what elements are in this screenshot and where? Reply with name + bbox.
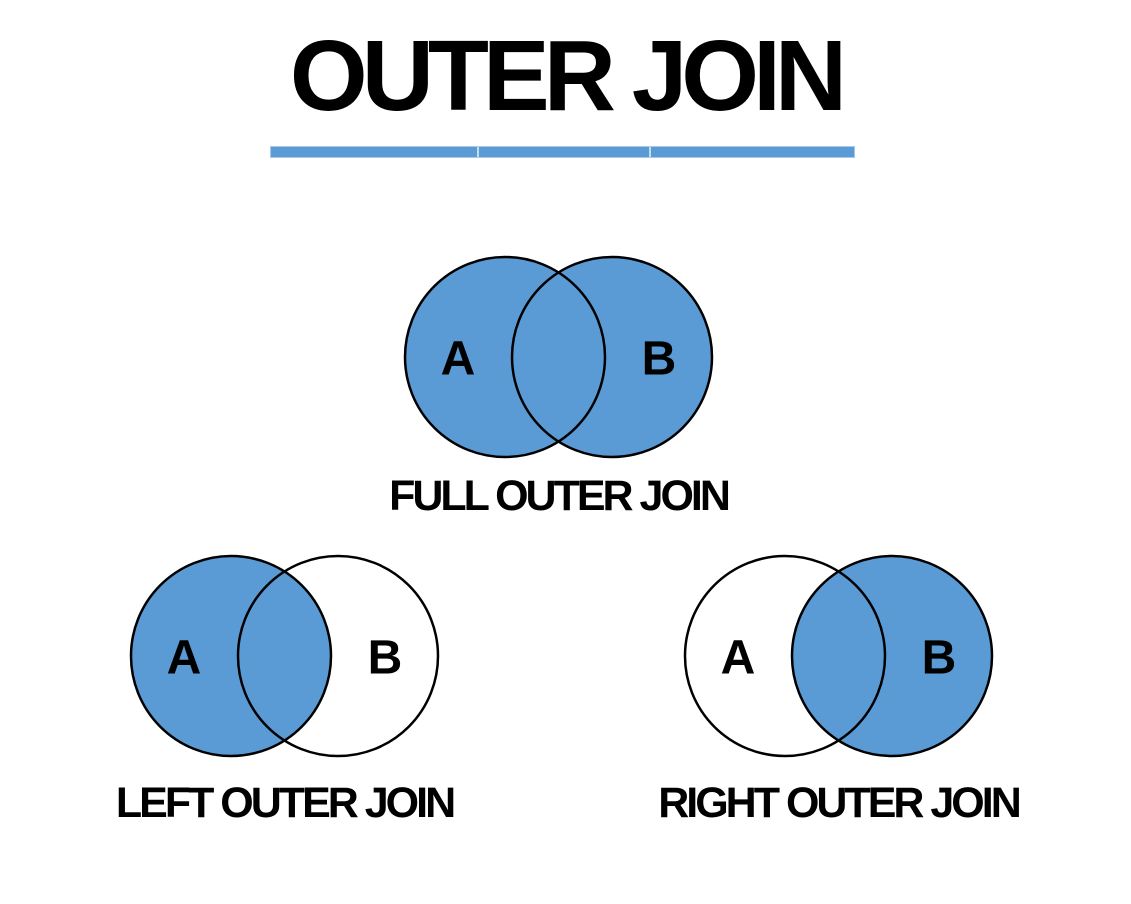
venn-full-outer-join-svg: A B bbox=[403, 255, 714, 459]
venn-label-left-outer-join: LEFT OUTER JOIN bbox=[115, 779, 456, 827]
venn-left-outer-join: A B LEFT OUTER JOIN bbox=[116, 553, 456, 853]
circle-b-fill bbox=[512, 257, 712, 457]
underline-segment-divider bbox=[648, 147, 651, 157]
circle-b-outline bbox=[236, 554, 440, 758]
circle-b-outline bbox=[790, 554, 994, 758]
page-title: OUTER JOIN bbox=[289, 20, 847, 132]
circle-b-letter: B bbox=[642, 333, 677, 386]
circle-a-outline bbox=[683, 554, 887, 758]
circle-b-fill bbox=[792, 556, 992, 756]
venn-label-full-outer-join: FULL OUTER JOIN bbox=[389, 472, 731, 520]
underline-segment-divider bbox=[477, 147, 480, 157]
venn-right-outer-join-svg: A B bbox=[683, 554, 994, 758]
circle-b-outline bbox=[510, 255, 714, 459]
venn-full-outer-join: A B FULL OUTER JOIN bbox=[389, 254, 731, 554]
circle-b-letter: B bbox=[922, 632, 957, 685]
title-underline bbox=[270, 146, 855, 158]
venn-right-outer-join: A B RIGHT OUTER JOIN bbox=[658, 553, 1022, 853]
circle-a-letter: A bbox=[441, 333, 476, 386]
circle-a-letter: A bbox=[167, 632, 202, 685]
circle-a-fill bbox=[131, 556, 331, 756]
circle-a-letter: A bbox=[721, 632, 756, 685]
circle-a-outline bbox=[403, 255, 607, 459]
venn-label-right-outer-join: RIGHT OUTER JOIN bbox=[658, 779, 1022, 827]
circle-b-letter: B bbox=[368, 632, 403, 685]
circle-a-outline bbox=[129, 554, 333, 758]
venn-left-outer-join-svg: A B bbox=[129, 554, 440, 758]
